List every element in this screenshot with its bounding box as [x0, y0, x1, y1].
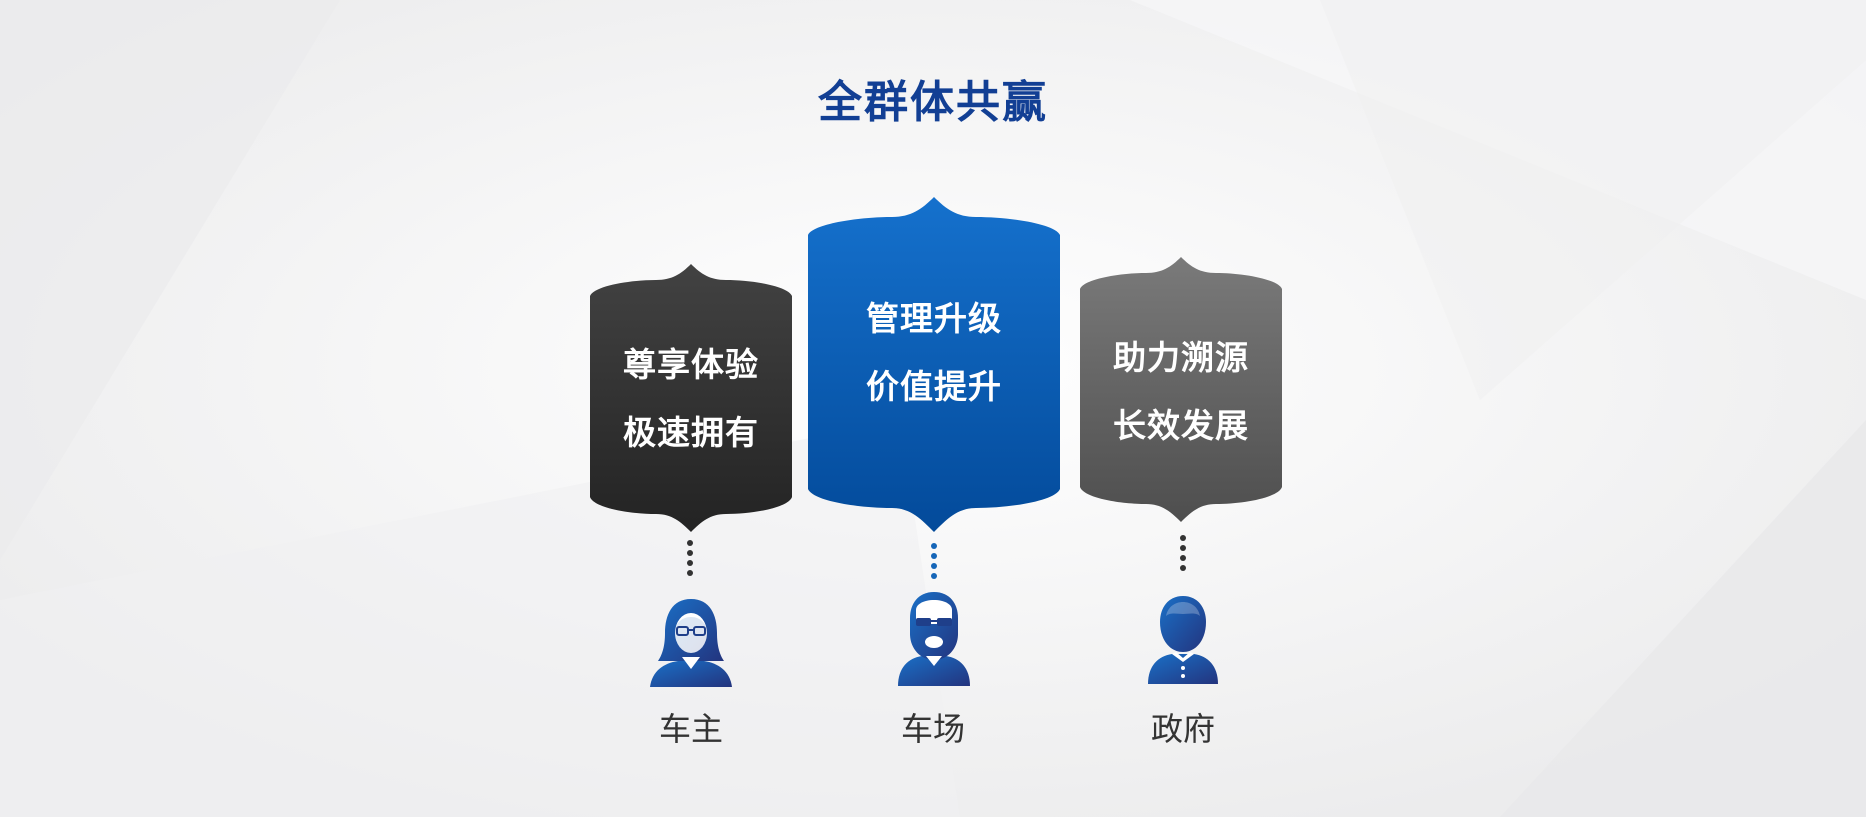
badge-line-2: 长效发展 [1113, 406, 1249, 445]
badge-line-2: 极速拥有 [623, 413, 759, 452]
label-car-owner: 车主 [658, 710, 723, 748]
woman-with-glasses-icon [650, 599, 732, 687]
badge-line-1: 管理升级 [866, 299, 1002, 338]
page-title: 全群体共赢 [818, 77, 1048, 128]
badge-parking-lot: 管理升级 价值提升 [808, 197, 1060, 532]
badge-line-2: 价值提升 [866, 367, 1002, 406]
badge-line-1: 尊享体验 [623, 345, 759, 384]
badge-shape [1080, 257, 1282, 522]
man-in-shirt-icon [1148, 596, 1218, 684]
connector-dots [930, 543, 938, 583]
man-with-sunglasses-icon [898, 592, 970, 686]
connector-dots [1179, 535, 1187, 575]
badge-shape [590, 264, 792, 532]
badge-line-1: 助力溯源 [1113, 338, 1249, 377]
badge-shape [808, 197, 1060, 532]
badge-government: 助力溯源 长效发展 [1080, 257, 1282, 522]
badge-car-owner: 尊享体验 极速拥有 [590, 264, 792, 532]
label-government: 政府 [1150, 710, 1215, 748]
label-parking-lot: 车场 [900, 710, 965, 748]
connector-dots [686, 540, 694, 580]
